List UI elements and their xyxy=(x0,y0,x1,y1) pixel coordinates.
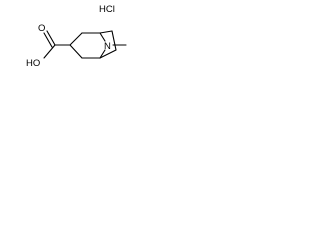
molecule-drawing: HCl O HO N xyxy=(26,4,127,69)
bridge-bond-c5-c6 xyxy=(99,49,117,59)
bridge-bond-c7-c6 xyxy=(111,30,117,51)
nitrogen-label: N xyxy=(104,41,111,52)
bridge-bond-c1-c7 xyxy=(99,30,113,34)
carbonyl-double-bond-1 xyxy=(46,30,56,46)
carbonyl-double-bond-2 xyxy=(43,32,53,48)
hydroxyl-label: HO xyxy=(26,58,40,69)
ring-bond-c3-c2 xyxy=(69,32,83,46)
bridge-bond-c1-n xyxy=(99,32,106,42)
carboxyl-c-oh-bond xyxy=(43,44,56,59)
salt-label: HCl xyxy=(99,4,115,15)
carbonyl-oxygen-label: O xyxy=(38,23,45,34)
ring-bond-c3-c4 xyxy=(69,44,83,59)
bridge-bond-c5-n xyxy=(99,49,106,59)
structure-canvas: HCl O HO N xyxy=(0,0,153,105)
